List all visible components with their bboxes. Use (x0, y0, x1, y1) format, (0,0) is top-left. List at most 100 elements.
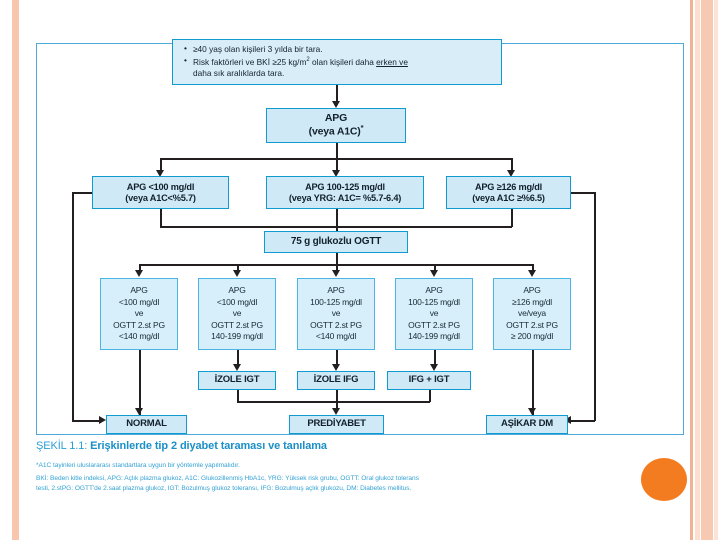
left-accent-stripe (12, 0, 19, 540)
ogtt-outcome-box-2: APG <100 mg/dl ve OGTT 2.st PG 140-199 m… (198, 278, 276, 350)
arrow-outcome-5 (527, 270, 536, 277)
footnote-abbreviations-line2: testi, 2.stPG: OGTT'de 2.saat plazma glu… (36, 485, 412, 492)
ogtt-outcome-box-4: APG 100-125 mg/dl ve OGTT 2.st PG 140-19… (395, 278, 473, 350)
tier-high-line2: (veya A1C ≥%6.5) (472, 192, 545, 203)
connector-igt-drop (237, 390, 239, 402)
diagnosis-label-normal: NORMAL (126, 418, 167, 430)
connector-outcome5-to-dm (532, 350, 534, 417)
ogtt-outcome-box-3: APG 100-125 mg/dl ve OGTT 2.st PG <140 m… (297, 278, 375, 350)
right-accent-stripe-4 (714, 0, 718, 540)
right-accent-stripe-1 (690, 0, 693, 540)
outcome-1-line-3: ve (134, 308, 144, 319)
arrow-criteria-to-test (331, 101, 340, 108)
tier-low-line2: (veya A1C<%5.7) (125, 192, 196, 203)
test-node-line2-wrap: (veya A1C)* (309, 124, 364, 138)
tier-low-line1: APG <100 mg/dl (126, 182, 195, 193)
classification-label-3: IFG + IGT (408, 374, 450, 386)
connector-ogtt-stem-down (336, 253, 338, 265)
bullet-2-underlined: erken ve (376, 57, 408, 68)
diagnosis-box-prediabetes: PREDİYABET (289, 415, 384, 434)
tier-high-line1: APG ≥126 mg/dl (474, 182, 543, 193)
tier-intermediate-line1: APG 100-125 mg/dl (305, 182, 385, 193)
connector-ifgigt-drop (429, 390, 431, 402)
connector-low-tier-to-ogtt-drop (160, 209, 162, 227)
connector-prediabetes-bus (237, 401, 430, 403)
outcome-3-line-4: OGTT 2.st PG (310, 319, 362, 330)
figure-caption: ŞEKİL 1.1: Erişkinlerde tip 2 diyabet ta… (36, 440, 686, 452)
arrow-tier-low (155, 170, 164, 177)
outcome-2-line-3: ve (232, 308, 242, 319)
classification-label-1: İZOLE IGT (214, 374, 260, 386)
connector-high-tier-to-dm (570, 420, 595, 422)
connector-tier-left-drop (160, 158, 162, 172)
outcome-1-line-5: <140 mg/dl (118, 331, 160, 342)
test-node-footnote-marker: * (360, 123, 364, 133)
diagnosis-box-overt-dm: AŞİKAR DM (486, 415, 568, 434)
connector-outcome-drop-1 (139, 264, 141, 272)
outcome-4-line-5: 140-199 mg/dl (408, 331, 460, 342)
connector-outcome3-to-ifg (336, 350, 338, 368)
connector-high-tier-right-out (571, 192, 595, 194)
bullet-2-text-c: daha sık aralıklarda tara. (193, 68, 285, 79)
outcome-3-line-3: ve (331, 308, 341, 319)
outcome-4-line-3: ve (429, 308, 439, 319)
connector-low-tier-left-rail (72, 192, 74, 421)
outcome-1-line-2: <100 mg/dl (118, 296, 160, 307)
footnote-abbreviations-line1: BKİ: Beden kitle indeksi, APG: Açlık pla… (36, 475, 419, 482)
bullet-1-text: ≥40 yaş olan kişileri 3 yılda bir tara. (193, 44, 323, 54)
outcome-2-line-4: OGTT 2.st PG (211, 319, 263, 330)
screening-criteria-bullet-2: Risk faktörleri ve BKİ ≥25 kg/m2 olan ki… (184, 55, 494, 79)
ogtt-node-label: 75 g glukozlu OGTT (290, 236, 382, 248)
ogtt-outcome-box-1: APG <100 mg/dl ve OGTT 2.st PG <140 mg/d… (100, 278, 178, 350)
arrow-tier-intermediate (331, 170, 340, 177)
right-accent-stripe-2 (695, 0, 700, 540)
connector-low-tier-left-out (72, 192, 92, 194)
outcome-5-line-1: APG (523, 285, 541, 296)
connector-test-stem (336, 143, 338, 159)
test-node-apg: APG (veya A1C)* (266, 108, 406, 143)
diagnosis-box-normal: NORMAL (106, 415, 187, 434)
arrow-normal-top (134, 408, 143, 415)
connector-outcome2-to-igt (237, 350, 239, 368)
tier-box-low: APG <100 mg/dl (veya A1C<%5.7) (92, 176, 229, 209)
diagnosis-label-prediabetes: PREDİYABET (307, 418, 366, 430)
connector-intermediate-tier-to-ogtt-drop (336, 209, 338, 227)
outcome-4-line-4: OGTT 2.st PG (408, 319, 460, 330)
arrow-outcome-2 (232, 270, 241, 277)
test-node-line1: APG (324, 111, 348, 124)
right-accent-stripe-3 (701, 0, 713, 540)
outcome-3-line-2: 100-125 mg/dl (310, 296, 362, 307)
arrow-outcome-4 (429, 270, 438, 277)
classification-box-izole-ifg: İZOLE IFG (297, 371, 375, 390)
orange-circle-decoration (641, 458, 687, 501)
diagnosis-label-overt-dm: AŞİKAR DM (500, 418, 554, 430)
connector-prediabetes-stem (336, 401, 338, 409)
bullet-2-superscript: 2 (306, 57, 310, 64)
classification-label-2: İZOLE IFG (313, 374, 359, 386)
outcome-5-line-3: ve/veya (518, 308, 546, 319)
bullet-2-text-b: olan kişileri daha (309, 57, 377, 68)
outcome-3-line-5: <140 mg/dl (315, 331, 357, 342)
footnote-a1c: *A1C tayinleri uluslararası standartlara… (36, 462, 240, 469)
bullet-2-text-a: Risk faktörleri ve BKİ ≥25 kg/m (193, 57, 307, 68)
ogtt-node: 75 g glukozlu OGTT (264, 231, 408, 253)
outcome-5-line-2: ≥126 mg/dl (511, 296, 552, 307)
caption-figure-number: ŞEKİL 1.1: (36, 440, 91, 452)
arrow-asikar-dm-top (527, 408, 536, 415)
outcome-2-line-2: <100 mg/dl (216, 296, 258, 307)
outcome-4-line-2: 100-125 mg/dl (408, 296, 460, 307)
arrow-tier-high (506, 170, 515, 177)
connector-high-tier-to-ogtt-drop (511, 209, 513, 227)
arrow-ifg-plus-igt (429, 364, 438, 371)
connector-outcome-drop-2 (237, 264, 239, 272)
connector-outcome-drop-4 (434, 264, 436, 272)
arrow-outcome-3 (331, 270, 340, 277)
outcome-1-line-1: APG (130, 285, 148, 296)
outcome-1-line-4: OGTT 2.st PG (113, 319, 165, 330)
connector-ogtt-stem (336, 226, 338, 232)
arrow-izole-ifg (331, 364, 340, 371)
connector-outcome4-to-ifgigt (434, 350, 436, 368)
tier-box-intermediate: APG 100-125 mg/dl (veya YRG: A1C= %5.7-6… (266, 176, 424, 209)
connector-low-tier-to-normal (72, 420, 100, 422)
